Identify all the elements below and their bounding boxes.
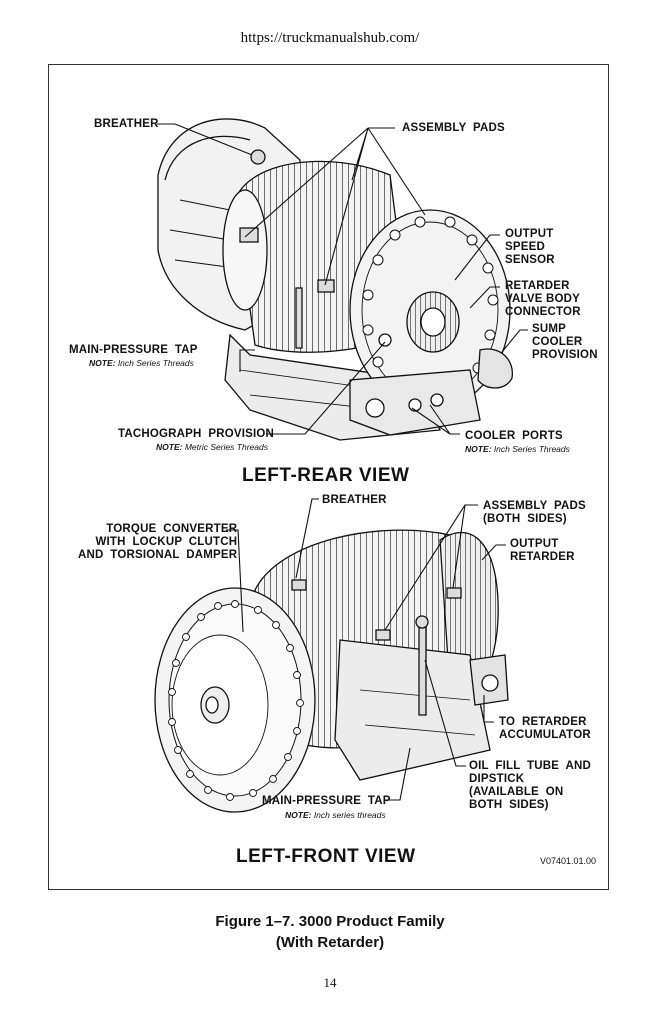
note-main-pressure-tap-rear: NOTE: Inch Series Threads	[89, 358, 194, 368]
note-tachograph-provision: NOTE: Metric Series Threads	[156, 442, 268, 452]
label-cooler-ports: COOLER PORTS	[465, 430, 563, 442]
caption-line-2: (With Retarder)	[275, 934, 385, 951]
label-assembly-pads-front: ASSEMBLY PADS (BOTH SIDES)	[483, 500, 586, 525]
label-tachograph-provision: TACHOGRAPH PROVISION	[118, 428, 275, 440]
caption-line-1: Figure 1–7. 3000 Product Family	[215, 913, 445, 930]
header-url: https://truckmanualshub.com/	[240, 30, 420, 46]
label-sump-cooler-provision: SUMP COOLER PROVISION	[532, 323, 598, 361]
left-front-transmission-drawing	[154, 529, 509, 813]
rear-view-title: LEFT-REAR VIEW	[242, 465, 410, 486]
label-retarder-valve-body-connector: RETARDER VALVE BODY CONNECTOR	[505, 280, 581, 318]
note-main-pressure-tap-front: NOTE: Inch series threads	[285, 810, 386, 820]
leader-lines	[157, 123, 528, 801]
page-number: 14	[323, 975, 337, 990]
figure-caption: Figure 1–7. 3000 Product Family (With Re…	[0, 911, 660, 953]
note-cooler-ports: NOTE: Inch Series Threads	[465, 444, 570, 454]
label-main-pressure-tap-rear: MAIN-PRESSURE TAP	[69, 344, 198, 356]
figure-code: V07401.01.00	[540, 856, 597, 866]
label-breather-rear: BREATHER	[94, 118, 159, 130]
label-oil-fill-tube-dipstick: OIL FILL TUBE AND DIPSTICK (AVAILABLE ON…	[469, 760, 591, 811]
label-torque-converter: TORQUE CONVERTER WITH LOCKUP CLUTCH AND …	[78, 523, 238, 561]
label-output-speed-sensor: OUTPUT SPEED SENSOR	[505, 228, 555, 266]
left-rear-transmission-drawing	[157, 118, 513, 441]
front-view-title: LEFT-FRONT VIEW	[236, 846, 416, 867]
label-to-retarder-accumulator: TO RETARDER ACCUMULATOR	[499, 716, 591, 741]
label-main-pressure-tap-front: MAIN-PRESSURE TAP	[262, 795, 391, 807]
label-breather-front: BREATHER	[322, 494, 387, 506]
label-assembly-pads-rear: ASSEMBLY PADS	[402, 122, 505, 134]
figure-frame	[48, 64, 609, 890]
label-output-retarder: OUTPUT RETARDER	[510, 538, 575, 563]
